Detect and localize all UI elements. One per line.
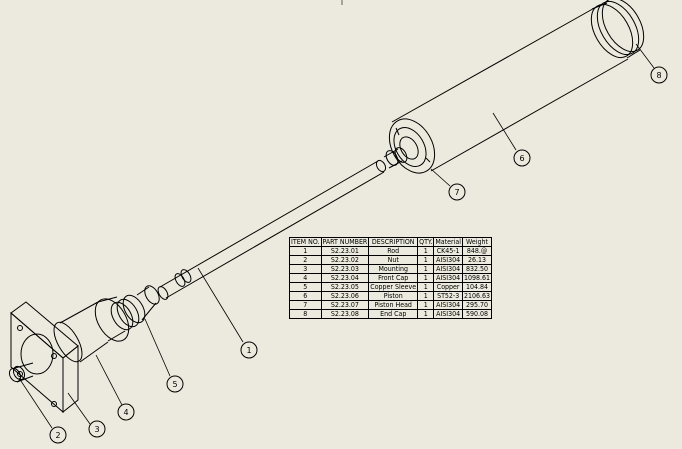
balloon-2-label: 2 <box>55 431 60 440</box>
bom-cell-weight: 295.70 <box>461 300 493 310</box>
bom-cell-material: ST52-3 <box>433 291 463 301</box>
bom-cell-item-no: 2 <box>289 255 322 265</box>
bom-cell-part-number: S2.23.05 <box>320 282 370 292</box>
bom-cell-material: AISI304 <box>433 273 463 283</box>
bom-cell-part-number: S2.23.03 <box>320 264 370 274</box>
bom-cell-qty: 1 <box>417 282 435 292</box>
balloon-7-label: 7 <box>454 188 459 197</box>
bom-cell-qty: 1 <box>417 291 435 301</box>
bom-cell-qty: 1 <box>417 300 435 310</box>
bom-cell-qty: 1 <box>417 264 435 274</box>
bom-cell-material: AISI304 <box>433 264 463 274</box>
leader-lines <box>18 43 655 429</box>
bom-cell-weight: 104.84 <box>461 282 493 292</box>
balloon-3-label: 3 <box>94 425 99 434</box>
bom-cell-material: AISI304 <box>433 300 463 310</box>
bom-cell-description: Piston <box>368 291 419 301</box>
bom-cell-qty: 1 <box>417 309 435 319</box>
balloon-3: 3 <box>88 420 106 438</box>
balloon-2: 2 <box>49 426 67 444</box>
bom-cell-material: AISI304 <box>433 309 463 319</box>
bom-cell-description: End Cap <box>368 309 419 319</box>
balloon-5: 5 <box>166 375 184 393</box>
bom-cell-qty: 1 <box>417 246 435 256</box>
bom-cell-weight: 848.@ <box>461 246 493 256</box>
bom-cell-weight: 2106.63 <box>461 291 493 301</box>
bom-cell-weight: 832.50 <box>461 264 493 274</box>
bom-header-description: DESCRIPTION <box>368 237 419 247</box>
balloon-1-label: 1 <box>246 346 251 355</box>
bom-cell-item-no: 5 <box>289 282 322 292</box>
bom-cell-description: Piston Head <box>368 300 419 310</box>
bom-header-qty: QTY. <box>417 237 435 247</box>
bom-cell-part-number: S2.23.01 <box>320 246 370 256</box>
bom-cell-item-no: 8 <box>289 309 322 319</box>
bom-header-material: Material <box>433 237 463 247</box>
bom-cell-description: Front Cap <box>368 273 419 283</box>
bom-header-item-no: ITEM NO. <box>289 237 322 247</box>
balloon-8: 8 <box>650 66 668 84</box>
bom-cell-part-number: S2.23.06 <box>320 291 370 301</box>
bom-cell-material: AISI304 <box>433 255 463 265</box>
bom-header-weight: Weight <box>461 237 493 247</box>
bom-cell-weight: 26.13 <box>461 255 493 265</box>
end-cap <box>590 0 645 59</box>
balloon-7: 7 <box>448 183 466 201</box>
bom-cell-material: Copper <box>433 282 463 292</box>
bom-cell-description: Copper Sleeve <box>368 282 419 292</box>
balloon-6: 6 <box>513 149 531 167</box>
bom-cell-item-no: 1 <box>289 246 322 256</box>
bom-header-row: ITEM NO. PART NUMBER DESCRIPTION QTY. Ma… <box>289 237 493 247</box>
bom-cell-part-number: S2.23.04 <box>320 273 370 283</box>
bom-cell-qty: 1 <box>417 255 435 265</box>
front-cap <box>53 285 160 363</box>
bom-header-part-number: PART NUMBER <box>320 237 370 247</box>
nut <box>8 362 34 383</box>
bom-cell-part-number: S2.23.08 <box>320 309 370 319</box>
bom-cell-description: Mounting <box>368 264 419 274</box>
balloon-1: 1 <box>240 341 258 359</box>
mounting-flange <box>10 301 79 414</box>
bom-cell-item-no: 3 <box>289 264 322 274</box>
bill-of-materials: ITEM NO. PART NUMBER DESCRIPTION QTY. Ma… <box>289 237 493 319</box>
cylinder-barrel <box>388 5 629 174</box>
bom-cell-weight: 590.08 <box>461 309 493 319</box>
bom-cell-item-no: 6 <box>289 291 322 301</box>
piston-rod <box>157 147 408 300</box>
balloon-8-label: 8 <box>656 71 661 80</box>
balloon-6-label: 6 <box>519 154 524 163</box>
bom-cell-part-number: S2.23.02 <box>320 255 370 265</box>
bom-cell-item-no: 7 <box>289 300 322 310</box>
balloon-4: 4 <box>117 403 135 421</box>
balloon-4-label: 4 <box>123 408 128 417</box>
bom-cell-description: Nut <box>368 255 419 265</box>
bom-cell-material: CK45-1 <box>433 246 463 256</box>
bom-cell-qty: 1 <box>417 273 435 283</box>
balloon-5-label: 5 <box>172 380 177 389</box>
bom-cell-item-no: 4 <box>289 273 322 283</box>
bom-cell-part-number: S2.23.07 <box>320 300 370 310</box>
bom-cell-weight: 1098.61 <box>461 273 493 283</box>
bom-cell-description: Rod <box>368 246 419 256</box>
